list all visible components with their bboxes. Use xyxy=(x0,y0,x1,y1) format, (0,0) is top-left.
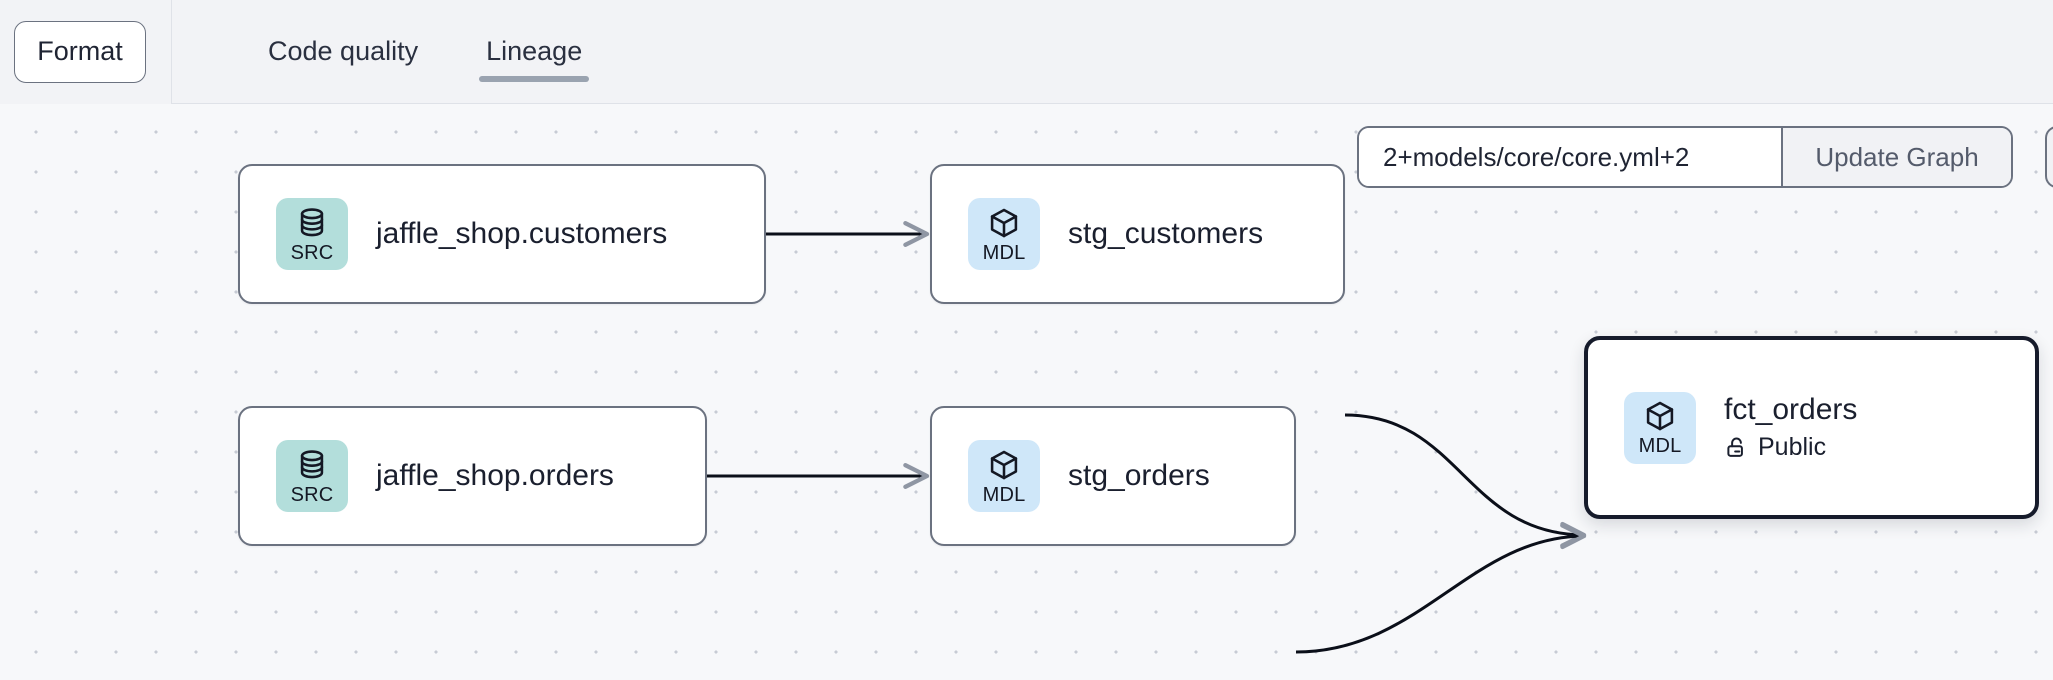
node-body: jaffle_shop.orders xyxy=(376,459,614,494)
node-visibility-label: Public xyxy=(1758,433,1827,462)
database-icon xyxy=(300,207,324,236)
badge-src-label: SRC xyxy=(290,241,334,264)
tab-code-quality[interactable]: Code quality xyxy=(234,0,452,104)
graph-selector-input[interactable] xyxy=(1359,128,1781,186)
graph-selector-group: Update Graph xyxy=(1357,126,2013,188)
badge-src: SRC xyxy=(276,198,348,270)
overflow-control-partial[interactable] xyxy=(2045,126,2053,188)
cube-icon xyxy=(990,450,1018,479)
badge-mdl: MDL xyxy=(968,440,1040,512)
node-title: stg_customers xyxy=(1068,216,1264,250)
toolbar: Format Code quality Lineage xyxy=(0,0,2053,104)
database-icon xyxy=(300,449,324,478)
format-zone: Format xyxy=(0,0,172,104)
badge-src: SRC xyxy=(276,440,348,512)
badge-mdl-label: MDL xyxy=(982,241,1026,264)
tab-lineage-underline xyxy=(479,75,590,82)
lineage-node-src-orders[interactable]: SRC jaffle_shop.orders xyxy=(238,406,707,546)
node-body: fct_orders Public xyxy=(1724,393,1857,463)
tab-underline xyxy=(261,76,425,82)
cube-icon xyxy=(990,208,1018,237)
edge-stg-customers-to-fct-orders xyxy=(1344,413,1587,548)
node-title: fct_orders xyxy=(1724,392,1858,426)
node-body: jaffle_shop.customers xyxy=(376,217,667,252)
tab-bar: Code quality Lineage xyxy=(172,0,616,104)
edge-stg-orders-to-fct-orders xyxy=(1295,523,1587,654)
badge-mdl-label: MDL xyxy=(1638,435,1682,457)
lineage-canvas[interactable]: SRC jaffle_shop.customers MDL stg_custom… xyxy=(0,104,2053,680)
node-title: jaffle_shop.customers xyxy=(376,216,668,250)
format-button[interactable]: Format xyxy=(14,20,146,83)
node-body: stg_orders xyxy=(1068,459,1210,494)
node-title: stg_orders xyxy=(1068,458,1210,492)
badge-src-label: SRC xyxy=(290,483,334,506)
tab-lineage[interactable]: Lineage xyxy=(452,0,616,104)
tab-lineage-label: Lineage xyxy=(486,36,583,66)
lineage-node-stg-orders[interactable]: MDL stg_orders xyxy=(930,406,1296,546)
badge-mdl-label: MDL xyxy=(982,483,1026,506)
lineage-node-stg-customers[interactable]: MDL stg_customers xyxy=(930,164,1345,304)
update-graph-button[interactable]: Update Graph xyxy=(1781,128,2011,186)
node-body: stg_customers xyxy=(1068,217,1263,252)
badge-mdl: MDL xyxy=(1624,391,1696,464)
badge-mdl: MDL xyxy=(968,198,1040,270)
lineage-node-src-customers[interactable]: SRC jaffle_shop.customers xyxy=(238,164,766,304)
cube-icon xyxy=(1646,401,1674,431)
tab-code-quality-label: Code quality xyxy=(268,36,419,66)
unlock-icon xyxy=(1727,437,1743,458)
node-title: jaffle_shop.orders xyxy=(376,458,614,492)
node-visibility: Public xyxy=(1724,433,1857,462)
lineage-node-fct-orders[interactable]: MDL fct_orders Public xyxy=(1584,336,2039,519)
